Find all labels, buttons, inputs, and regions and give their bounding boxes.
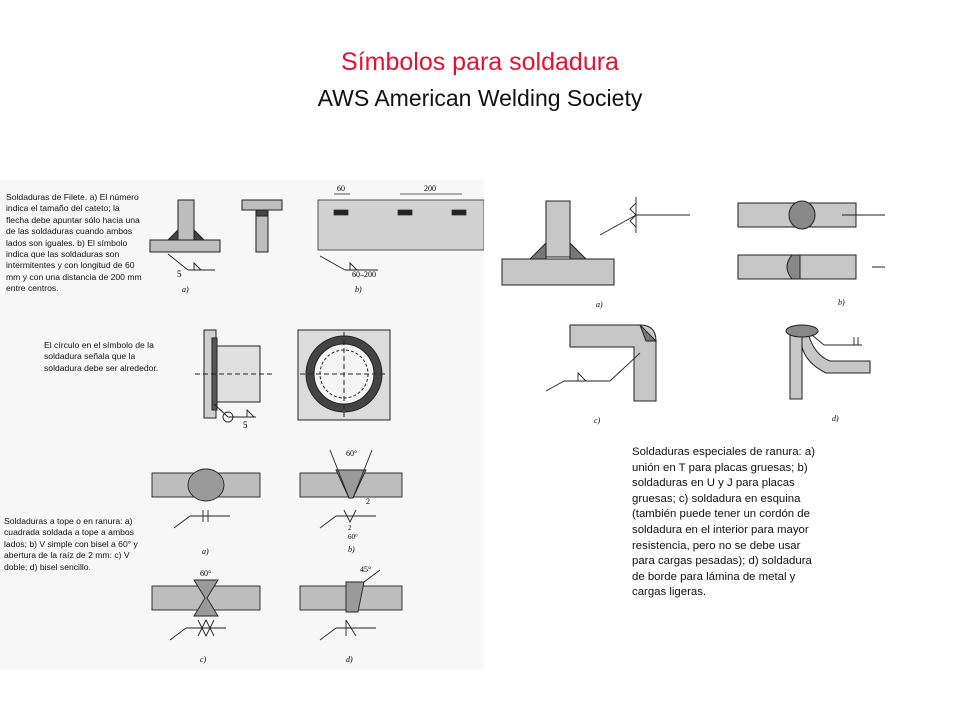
butt-caption: Soldaduras a tope o en ranura: a) cuadra… [4, 516, 138, 572]
butt-angle-b: 60° [346, 449, 357, 458]
fillet-spec-label-b: 60–200 [352, 270, 376, 279]
butt-symbol-a [173, 510, 230, 529]
butt-weld-b [299, 449, 403, 499]
special-weld-d [785, 324, 871, 400]
special-symbol-d [811, 334, 862, 346]
right-figure-drawing: a) b) c) [501, 197, 904, 425]
butt-symbol-c [169, 618, 226, 641]
butt-symbol-b [319, 509, 376, 529]
left-figure-drawing: 5 a) 60–200 b) 60 200 [149, 184, 485, 664]
fillet-caption: Soldaduras de Filete. a) El número indic… [6, 192, 142, 294]
butt-label-c: c) [200, 655, 207, 664]
fillet-t-joint-a [149, 199, 221, 253]
right-label-c: c) [594, 416, 601, 425]
intermittent-plate [317, 193, 485, 251]
butt-weld-a [151, 468, 261, 502]
special-groove-figure: a) b) c) [490, 185, 904, 430]
butt-label-a: a) [202, 547, 209, 556]
fillet-t-joint-b [241, 199, 283, 253]
right-label-a: a) [596, 300, 603, 309]
fillet-size-label-a: 5 [177, 269, 182, 279]
fillet-label-b: b) [355, 285, 362, 294]
butt-weld-d [299, 569, 403, 613]
butt-gap-b: 2 [366, 497, 370, 506]
right-label-d: d) [832, 414, 839, 423]
butt-symbol-d [319, 619, 376, 641]
slide-subtitle: AWS American Welding Society [317, 85, 643, 111]
butt-label-b: b) [348, 545, 355, 554]
all-around-symbol [213, 403, 256, 423]
pipe-flange-drawing [195, 329, 275, 419]
fillet-symbol-b [319, 255, 378, 271]
dim-60-label: 60 [337, 184, 345, 193]
special-weld-b [737, 200, 857, 280]
butt-label-d: d) [346, 655, 353, 664]
special-symbol-c [545, 352, 641, 392]
butt-angle-d: 45° [360, 565, 371, 574]
right-label-b: b) [838, 298, 845, 307]
dim-200-label: 200 [424, 184, 436, 193]
slide-title: Símbolos para soldadura [341, 48, 619, 76]
pipe-section-drawing [297, 329, 391, 421]
special-symbol-a [599, 197, 690, 236]
butt-angle-c: 60° [200, 569, 211, 578]
fillet-label-a: a) [182, 285, 189, 294]
circle-size-label: 5 [243, 420, 248, 430]
fillet-symbol-a [167, 253, 215, 271]
butt-symbol-gap: 2 [348, 524, 352, 532]
circle-caption: El círculo en el símbolo de la soldadura… [44, 340, 159, 373]
fillet-and-groove-figure: 5 a) 60–200 b) 60 200 [0, 180, 485, 670]
special-weld-c [569, 324, 658, 402]
butt-symbol-angle: 60° [348, 533, 358, 541]
butt-weld-c [151, 579, 261, 617]
special-caption: Soldaduras especiales de ranura: a) unió… [632, 446, 815, 599]
special-weld-a [501, 200, 615, 286]
